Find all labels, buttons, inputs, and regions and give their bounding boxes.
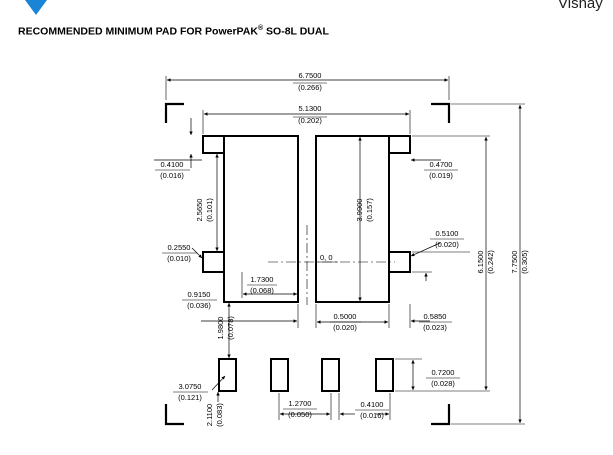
small-pad-width-in: (0.016) [360,411,384,420]
title-tail: SO-8L DUAL [263,25,329,38]
pad-height-in: (0.157) [365,198,374,222]
title-main: RECOMMENDED MINIMUM PAD FOR PowerPAK [18,25,258,38]
pitch-mm: 1.2700 [289,399,312,408]
pad-row-gap-mm: 1.9800 [216,317,225,340]
tab-height-left-in: (0.101) [205,198,214,222]
overall-width-mm: 6.7500 [299,71,322,80]
small-pad-3 [321,358,340,392]
gap-width-in: (0.020) [333,323,357,332]
brand-logo-icon [25,0,47,15]
tab-x-right-in: (0.023) [423,323,447,332]
pads [202,135,411,392]
small-pad-4 [375,358,394,392]
tab-height-left-mm: 2.5650 [195,199,204,222]
tab-height-right-mm: 0.5100 [436,229,459,238]
inner-width-in: (0.202) [298,116,322,125]
overall-height-in: (0.305) [520,250,529,274]
small-pad-height-mm: 0.7200 [432,368,455,377]
tab-x-right-mm: 0.5850 [424,312,447,321]
tab-width-left-in: (0.016) [160,171,184,180]
page-title: RECOMMENDED MINIMUM PAD FOR PowerPAK® SO… [18,25,329,38]
lead-y-mm: 2.1100 [205,404,214,426]
pad-row-gap-in: (0.078) [226,316,235,340]
tab-left-top [202,135,225,154]
tab-y-left-mm: 0.2550 [168,243,191,252]
overall-height-mm: 7.7500 [510,251,519,274]
gap-width-mm: 0.5000 [334,312,357,321]
tab-y-left-in: (0.010) [167,254,191,263]
center-lines [268,225,395,305]
pad-left-x-mm: 0.9150 [188,290,211,299]
pad-left-width-in: (0.068) [250,286,274,295]
small-pad-height-in: (0.028) [431,379,455,388]
pad-left-width-mm: 1.7300 [251,275,274,284]
tab-height-right-in: (0.020) [435,240,459,249]
registered-mark: ® [257,25,264,32]
label-underlines [155,82,464,411]
lead-x-in: (0.121) [178,393,202,402]
origin-label: 0, 0 [320,253,333,262]
tab-left-mid [202,251,225,273]
dimension-lines [154,78,522,423]
brand-name: Vishay [558,0,603,12]
pad-left-large [223,135,299,303]
tab-width-right-in: (0.019) [429,171,453,180]
pad-height-mm: 3.9900 [355,199,364,222]
tab-width-right-mm: 0.4700 [430,160,453,169]
inner-height-in: (0.242) [486,250,495,274]
tab-right-top [388,135,411,154]
inner-width-mm: 5.1300 [299,104,322,113]
small-pad-1 [218,358,237,392]
small-pad-width-mm: 0.4100 [361,400,384,409]
lead-y-in: (0.083) [215,403,224,427]
extension-lines [165,76,525,425]
corner-marks [164,102,451,426]
pad-left-x-in: (0.036) [187,301,211,310]
tab-right-mid [388,251,411,273]
tab-width-left-mm: 0.4100 [161,160,184,169]
overall-width-in: (0.266) [298,83,322,92]
pad-right-large [315,135,390,303]
pitch-in: (0.050) [288,410,312,419]
lead-x-mm: 3.0750 [179,382,202,391]
small-pad-2 [270,358,289,392]
inner-height-mm: 6.1500 [476,251,485,274]
dimension-labels: 6.7500 (0.266) 5.1300 (0.202) 0.4100 (0.… [160,71,529,427]
